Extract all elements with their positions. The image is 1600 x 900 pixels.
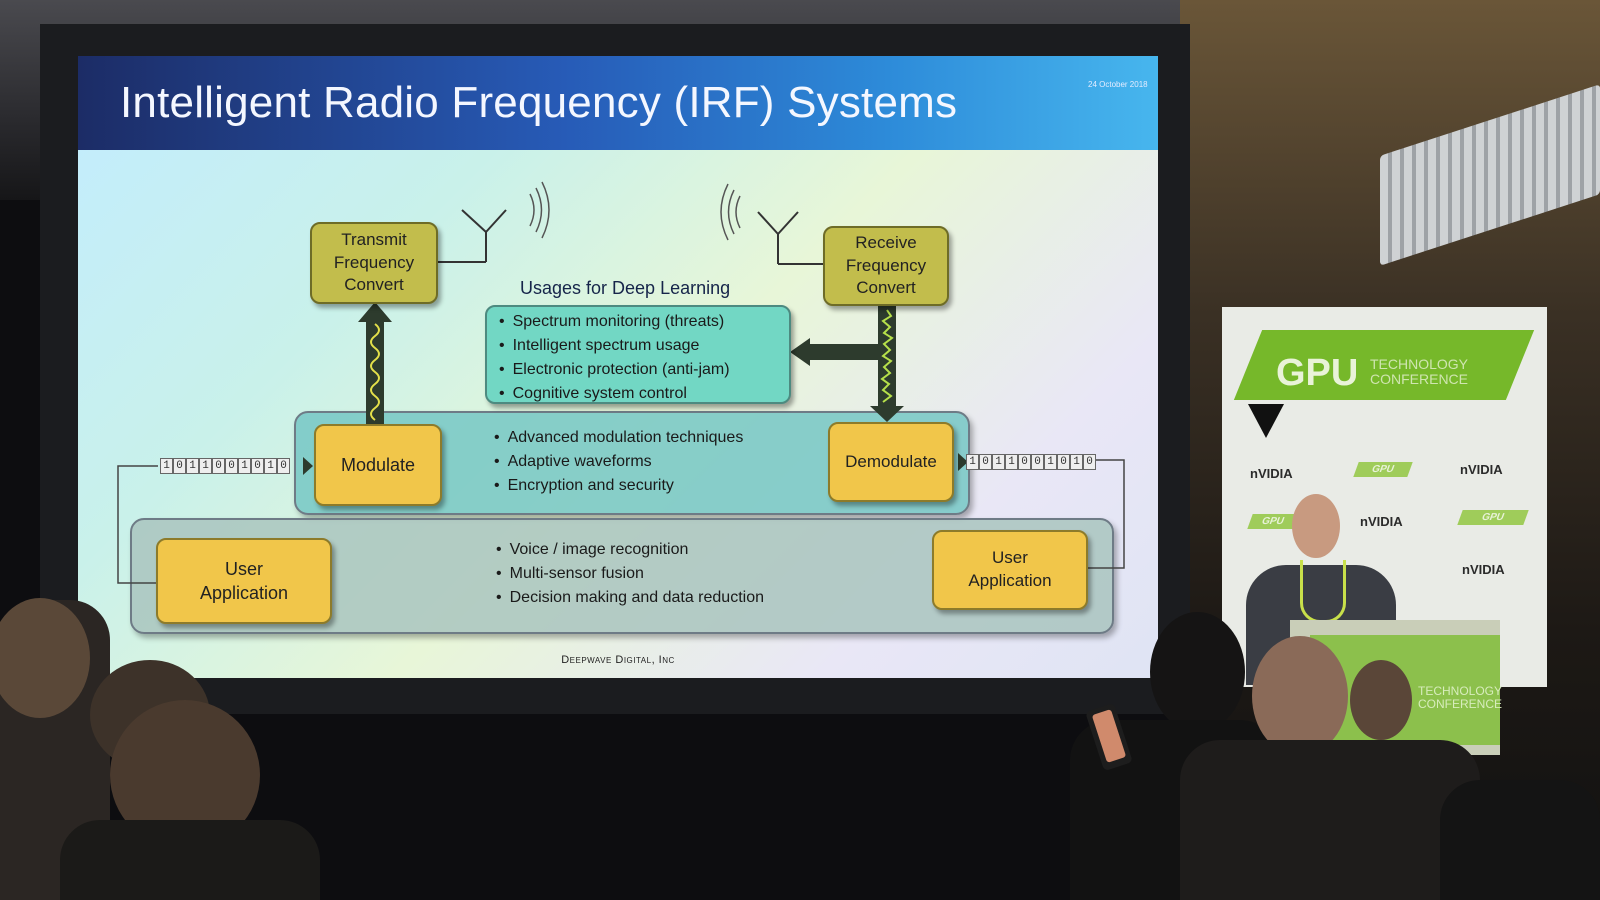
bit: 0 [225, 458, 238, 474]
usage-item: Spectrum monitoring (threats) [499, 310, 789, 334]
usage-item: Cognitive system control [499, 382, 789, 406]
nvidia-logo: nVIDIA [1250, 466, 1293, 481]
user-application-box-left: User Application [156, 538, 332, 624]
slide-footer: Deepwave Digital, Inc [561, 654, 675, 666]
receive-box-label: Receive Frequency Convert [845, 232, 927, 298]
audience-member [60, 820, 320, 900]
bit: 0 [1083, 454, 1096, 470]
banner-gpu-text: GPU [1276, 352, 1359, 394]
application-list: Voice / image recognition Multi-sensor f… [496, 538, 764, 610]
bit: 1 [238, 458, 251, 474]
usage-arrow [790, 338, 880, 366]
bit: 0 [173, 458, 186, 474]
transmit-antenna-icon [438, 209, 507, 263]
usage-item: Intelligent spectrum usage [499, 334, 789, 358]
gpu-badge: GPU [1457, 510, 1529, 525]
modulation-list: Advanced modulation techniques Adaptive … [494, 426, 744, 498]
transmit-box-label: Transmit Frequency Convert [333, 229, 415, 295]
bit: 0 [1031, 454, 1044, 470]
slide-title-bar [78, 56, 1158, 150]
usage-list: Spectrum monitoring (threats) Intelligen… [487, 307, 789, 406]
bit: 1 [1005, 454, 1018, 470]
usage-item: Electronic protection (anti-jam) [499, 358, 789, 382]
bit: 1 [199, 458, 212, 474]
slide-date: 24 October 2018 [1088, 80, 1148, 89]
receive-antenna-icon [757, 211, 823, 265]
audience-head [1252, 636, 1348, 756]
application-item: Decision making and data reduction [496, 586, 764, 610]
bit: 0 [1057, 454, 1070, 470]
user-application-box-right: User Application [932, 530, 1088, 610]
modulation-item: Advanced modulation techniques [494, 426, 744, 450]
demodulate-box: Demodulate [828, 422, 954, 502]
nvidia-logo: nVIDIA [1460, 462, 1503, 477]
bit: 0 [1018, 454, 1031, 470]
nvidia-logo: nVIDIA [1462, 562, 1505, 577]
usage-heading: Usages for Deep Learning [520, 278, 731, 298]
modulate-box: Modulate [314, 424, 442, 506]
bit: 1 [1044, 454, 1057, 470]
bit: 1 [992, 454, 1005, 470]
bit: 1 [966, 454, 979, 470]
diagram-connectors [117, 181, 1125, 584]
bits-arrow-right [958, 453, 968, 471]
application-item: Voice / image recognition [496, 538, 764, 562]
nvidia-logo: nVIDIA [1360, 514, 1403, 529]
presentation-slide: Intelligent Radio Frequency (IRF) System… [78, 56, 1158, 678]
bitstream-right: 1 0 1 1 0 0 1 0 1 0 [966, 454, 1096, 470]
audience-head [0, 598, 90, 718]
audience-head [1150, 612, 1245, 732]
audience-head [1350, 660, 1412, 740]
application-item: Multi-sensor fusion [496, 562, 764, 586]
receive-frequency-convert-box: Receive Frequency Convert [823, 226, 949, 306]
gpu-badge: GPU [1353, 462, 1413, 477]
bit: 1 [160, 458, 173, 474]
demodulate-label: Demodulate [845, 451, 937, 471]
bit: 1 [186, 458, 199, 474]
lanyard [1300, 560, 1346, 623]
usage-box: Spectrum monitoring (threats) Intelligen… [485, 305, 791, 404]
receive-arrow [870, 306, 904, 422]
transmit-frequency-convert-box: Transmit Frequency Convert [310, 222, 438, 304]
user-application-left-label: User Application [199, 558, 289, 603]
bit: 1 [1070, 454, 1083, 470]
bits-arrow-left [303, 457, 313, 475]
modulation-item: Adaptive waveforms [494, 450, 743, 474]
gpu-badge: GPU [1247, 514, 1299, 529]
bitstream-left: 1 0 1 1 0 0 1 0 1 0 [160, 458, 290, 474]
audience-member [1440, 780, 1600, 900]
bit: 0 [251, 458, 264, 474]
transmit-arrow [358, 302, 392, 424]
data-loop-lines [117, 459, 1125, 584]
bit: 1 [264, 458, 277, 474]
bit: 0 [979, 454, 992, 470]
modulation-item: Encryption and security [494, 474, 743, 498]
bit: 0 [277, 458, 290, 474]
audience-member [1180, 740, 1480, 900]
speaker-head [1292, 494, 1340, 558]
podium-text: TECHNOLOGY CONFERENCE [1418, 684, 1503, 711]
modulate-label: Modulate [340, 454, 416, 475]
user-application-right-label: User Application [968, 548, 1052, 590]
bit: 0 [212, 458, 225, 474]
banner-conference-text: TECHNOLOGY CONFERENCE [1370, 356, 1469, 387]
slide-title: Intelligent Radio Frequency (IRF) System… [120, 78, 958, 127]
receive-signal-waves-icon [720, 183, 741, 241]
transmit-signal-waves-icon [529, 181, 550, 239]
